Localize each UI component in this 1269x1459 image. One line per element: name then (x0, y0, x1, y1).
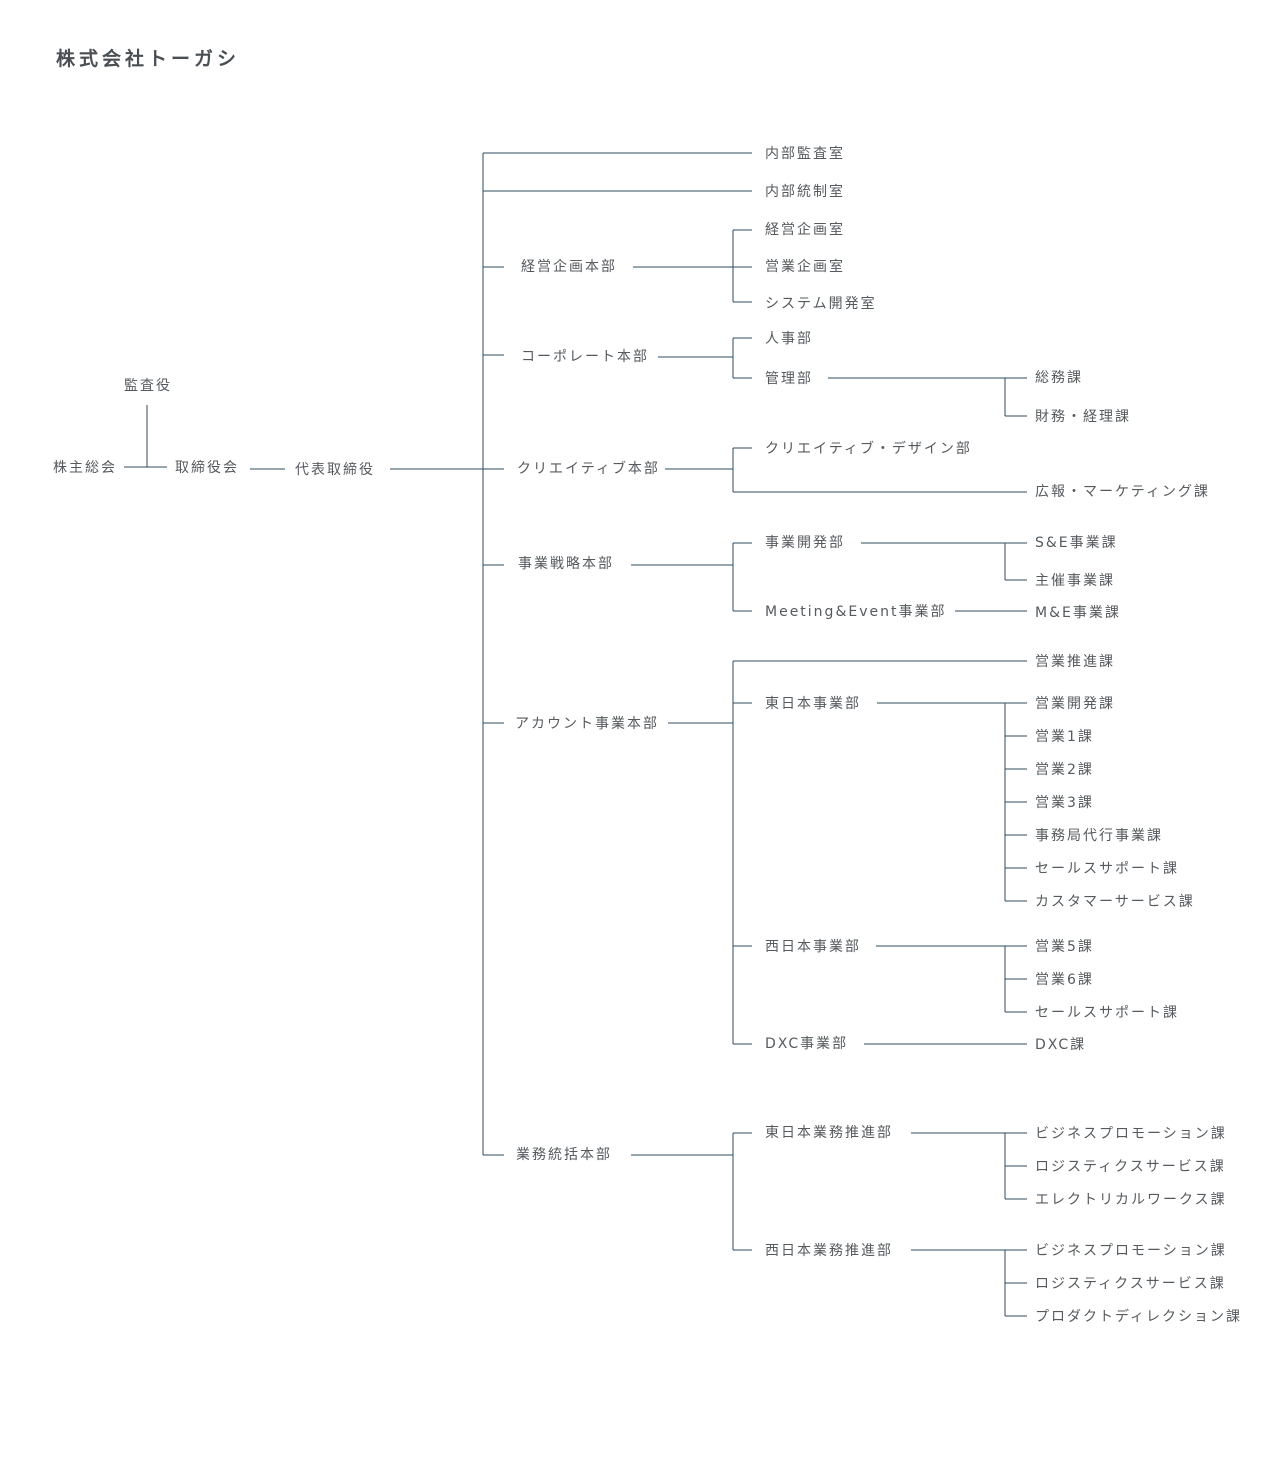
node-section: 営業6課 (1035, 972, 1094, 988)
node-section: ロジスティクスサービス課 (1035, 1276, 1226, 1292)
node-section: カスタマーサービス課 (1035, 894, 1195, 910)
node-section: セールスサポート課 (1035, 1005, 1179, 1021)
node-section: 財務・経理課 (1035, 409, 1131, 425)
node-section: プロダクトディレクション課 (1035, 1309, 1243, 1325)
node-section: セールスサポート課 (1035, 861, 1179, 877)
node-section: 主催事業課 (1035, 573, 1115, 589)
node-management-planning-hq: 経営企画本部 (521, 259, 617, 275)
node-section: 営業2課 (1035, 762, 1094, 778)
node-section: エレクトリカルワークス課 (1035, 1192, 1227, 1208)
node-meeting-event-department: Meeting&Event事業部 (765, 604, 947, 620)
node-auditor: 監査役 (124, 378, 172, 394)
node-dxc-department: DXC事業部 (765, 1036, 849, 1052)
node-section: ビジネスプロモーション課 (1035, 1243, 1227, 1259)
node-section: 営業5課 (1035, 939, 1094, 955)
node-hr-department: 人事部 (765, 331, 813, 347)
node-room: 営業企画室 (765, 259, 845, 275)
company-title: 株式会社トーガシ (56, 48, 241, 70)
node-east-operations-department: 東日本業務推進部 (765, 1125, 893, 1141)
node-section: 営業1課 (1035, 729, 1094, 745)
node-section: 営業3課 (1035, 795, 1094, 811)
node-room: 経営企画室 (765, 222, 845, 238)
node-shareholders-meeting: 株主総会 (53, 460, 117, 476)
node-section: ビジネスプロモーション課 (1035, 1126, 1227, 1142)
node-section: DXC課 (1035, 1037, 1087, 1053)
node-account-business-hq: アカウント事業本部 (515, 716, 659, 732)
node-section: 営業推進課 (1035, 654, 1115, 670)
node-creative-hq: クリエイティブ本部 (517, 461, 660, 477)
node-corporate-hq: コーポレート本部 (521, 349, 649, 365)
node-board-of-directors: 取締役会 (175, 460, 239, 476)
node-east-japan-department: 東日本事業部 (765, 696, 861, 712)
node-business-development-department: 事業開発部 (765, 535, 845, 551)
node-west-japan-department: 西日本事業部 (765, 939, 861, 955)
node-section: 営業開発課 (1035, 696, 1115, 712)
node-internal-audit: 内部監査室 (765, 146, 845, 162)
node-section: 事務局代行事業課 (1035, 828, 1163, 844)
node-section: 総務課 (1035, 370, 1083, 386)
node-president: 代表取締役 (295, 462, 375, 478)
node-operations-hq: 業務統括本部 (516, 1147, 612, 1163)
node-section: S&E事業課 (1035, 535, 1118, 551)
node-section: ロジスティクスサービス課 (1035, 1159, 1226, 1175)
node-business-strategy-hq: 事業戦略本部 (518, 556, 614, 572)
node-room: システム開発室 (765, 296, 877, 312)
node-internal-control: 内部統制室 (765, 184, 845, 200)
node-admin-department: 管理部 (765, 371, 813, 387)
node-pr-marketing-section: 広報・マーケティング課 (1035, 484, 1210, 500)
node-section: M&E事業課 (1035, 605, 1121, 621)
node-creative-design-department: クリエイティブ・デザイン部 (765, 441, 972, 457)
node-west-operations-department: 西日本業務推進部 (765, 1243, 893, 1259)
